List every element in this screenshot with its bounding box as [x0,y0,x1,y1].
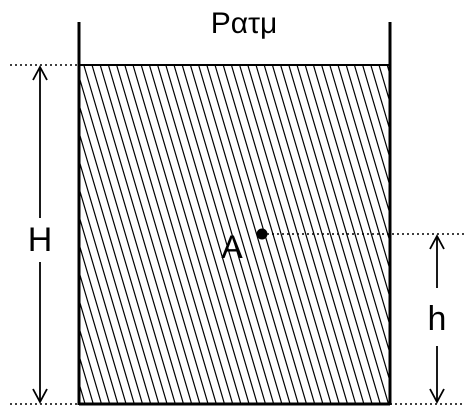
hatch-line [79,241,127,405]
hatch-line [239,65,341,405]
hatch-line [312,65,390,328]
height-H-label: H [28,221,53,259]
hatch-line [230,65,332,405]
hatch-line [165,65,267,405]
hatch-line [222,65,324,405]
hatch-line [362,65,390,161]
hatch-line [140,65,242,405]
hatch-line [280,65,382,405]
hatch-line [116,65,218,405]
pressure-label: Pατμ [211,7,278,40]
height-h-label: h [428,300,447,338]
hatch-line [181,65,283,405]
hatch-line [247,65,349,405]
hatch-line [157,65,259,405]
hatch-line [79,74,177,405]
hatch-line [378,65,390,105]
hatch-line [263,65,365,405]
hatch-line [91,65,193,405]
hatch-line [79,297,111,405]
hatch-line [79,213,136,405]
hatch-line [337,65,390,244]
hatch-line [124,65,226,405]
hatch-line [255,65,357,405]
hatch-line [132,65,234,405]
hatch-line [288,65,390,405]
hatch-line [79,325,103,405]
hatch-line [353,65,390,189]
hatch-line [79,158,152,405]
hatch-line [79,185,144,405]
height-h-arrow [429,234,445,404]
liquid-hatching [79,65,470,405]
hatch-line [395,65,470,405]
hatch-line [329,65,390,272]
hatch-line [173,65,275,405]
hatch-line [148,65,250,405]
hatch-line [79,269,119,405]
height-H-arrow [32,65,48,404]
hatch-line [79,102,168,405]
hatch-line [99,65,201,405]
hatch-line [271,65,373,405]
hatch-line [198,65,300,405]
point-A-label: A [221,229,243,265]
hatch-line [321,65,390,300]
hatch-line [296,65,390,384]
hatch-line [370,65,390,133]
hatch-line [83,65,185,405]
hatch-line [386,65,390,77]
hatch-line [345,65,390,217]
hatch-line [79,130,160,405]
hatch-line [107,65,209,405]
hatch-line [189,65,291,405]
point-A-marker [256,228,268,240]
